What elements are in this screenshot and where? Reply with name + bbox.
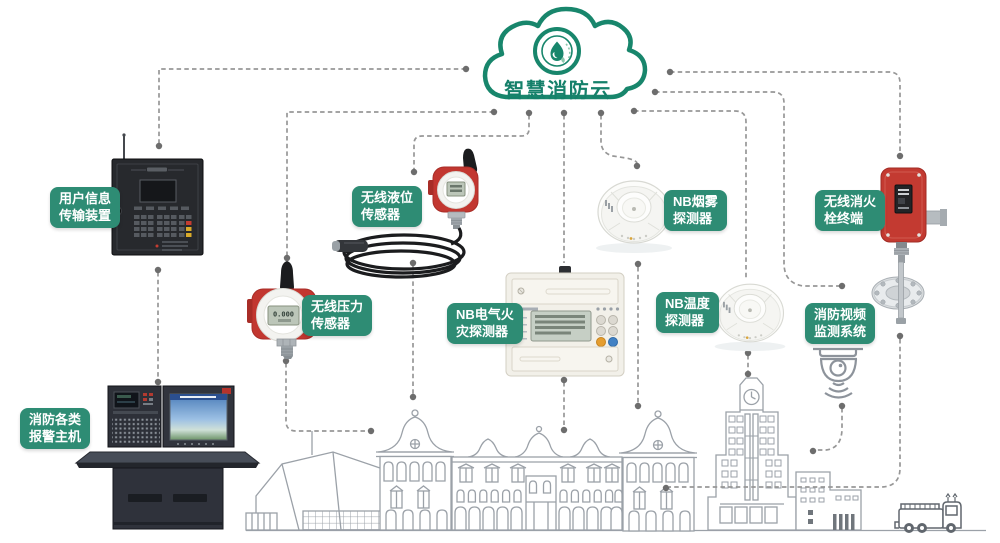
electrical-fire-detector-illustration <box>505 266 625 377</box>
cloud-shape <box>482 6 648 100</box>
label-line: 栓终端 <box>824 210 864 226</box>
flame-icon <box>533 27 581 75</box>
label-line: NB温度 <box>665 296 710 311</box>
label-line: 无线液位 <box>361 190 414 205</box>
connection-dots <box>154 65 904 492</box>
sensor-cable <box>340 227 466 279</box>
city-skyline <box>245 377 986 533</box>
label-line: 灾探测器 <box>456 323 509 339</box>
label-pressure-sensor: 无线压力 传感器 <box>302 295 373 336</box>
label-smoke-detector: NB烟雾 探测器 <box>664 190 727 231</box>
label-hydrant-terminal: 无线消火 栓终端 <box>815 190 886 231</box>
label-user-info-device: 用户信息 传输装置 <box>50 187 121 228</box>
label-line: NB电气火 <box>456 307 514 322</box>
transmission-device-illustration <box>111 133 204 256</box>
label-line: 传感器 <box>311 315 351 331</box>
label-line: 传感器 <box>361 206 401 222</box>
liquid-level-sensor-illustration <box>332 148 479 279</box>
label-video-monitoring: 消防视频 监测系统 <box>805 303 876 344</box>
label-line: 探测器 <box>673 210 713 226</box>
temperature-detector-illustration <box>714 283 786 352</box>
label-alarm-hosts: 消防各类 报警主机 <box>20 408 91 449</box>
label-line: 用户信息 <box>59 191 112 206</box>
label-line: 监测系统 <box>814 323 867 339</box>
label-line: NB烟雾 <box>673 194 718 209</box>
pressure-lcd-value: 0.000 <box>273 311 294 319</box>
smoke-detector-illustration <box>595 180 673 254</box>
label-line: 传输装置 <box>59 207 112 223</box>
label-line: 探测器 <box>665 312 705 328</box>
alarm-console-illustration <box>74 385 261 530</box>
dome-camera-icon <box>813 347 863 399</box>
label-line: 消防各类 <box>29 412 82 427</box>
connection-lines <box>157 68 901 488</box>
cloud-title: 智慧消防云 <box>504 80 612 102</box>
fire-truck-icon <box>894 492 962 533</box>
antenna-icon <box>280 261 294 292</box>
label-line: 无线压力 <box>311 299 364 314</box>
label-temperature-detector: NB温度 探测器 <box>656 292 719 333</box>
label-liquid-level-sensor: 无线液位 传感器 <box>352 186 423 227</box>
label-line: 无线消火 <box>824 194 877 209</box>
label-line: 报警主机 <box>29 428 82 444</box>
pressure-sensor-illustration: 0.000 <box>247 261 317 359</box>
hydrant-terminal-illustration <box>871 167 947 324</box>
label-line: 消防视频 <box>814 307 867 322</box>
label-electrical-fire-detector: NB电气火 灾探测器 <box>447 303 523 344</box>
